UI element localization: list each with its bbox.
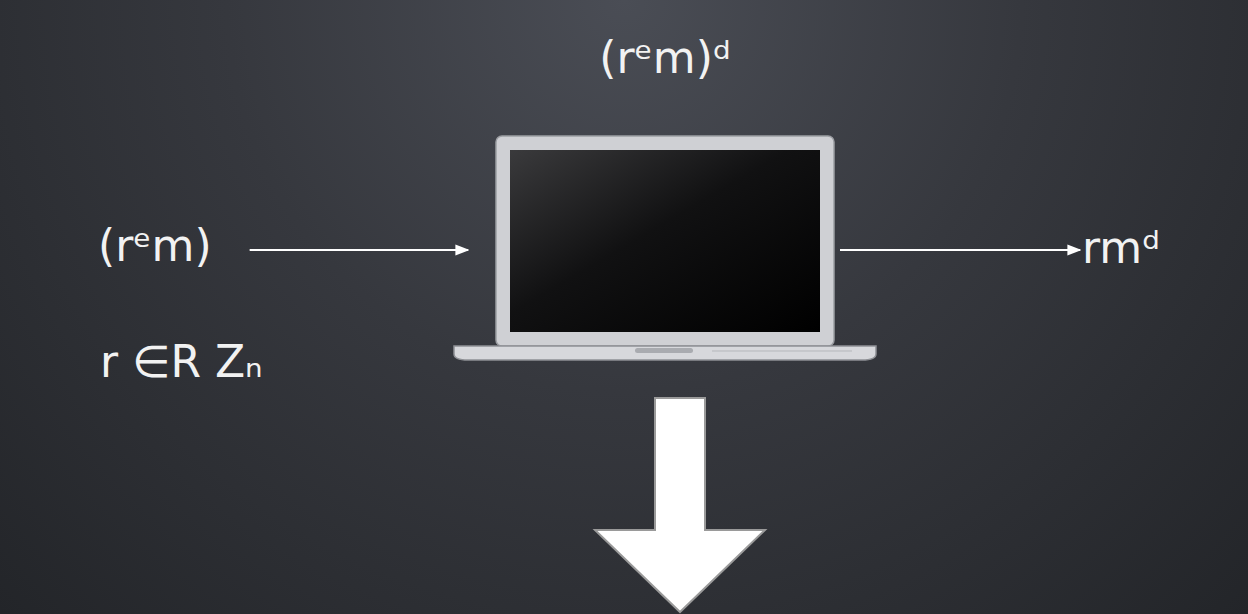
laptop-screen [510, 150, 820, 332]
flow-arrow [250, 249, 468, 251]
laptop-edge [712, 351, 852, 352]
value-text: (rᵉm) [98, 220, 212, 273]
flow-arrow [840, 249, 1080, 251]
laptop-slot [635, 348, 693, 353]
laptop-base [454, 346, 876, 360]
note-label: r ∈R Zₙ [100, 336, 263, 389]
value-text: rmᵈ [1082, 222, 1160, 275]
node-heading: (rᵉm)ᵈ [452, 32, 878, 85]
down-arrow [595, 398, 765, 612]
value-node: (rᵉm) [98, 220, 212, 273]
laptop-bezel [496, 136, 834, 346]
value-node: rmᵈ [1082, 222, 1160, 275]
laptop-illustration [452, 132, 878, 362]
laptop-node: (rᵉm)ᵈ [452, 32, 878, 362]
